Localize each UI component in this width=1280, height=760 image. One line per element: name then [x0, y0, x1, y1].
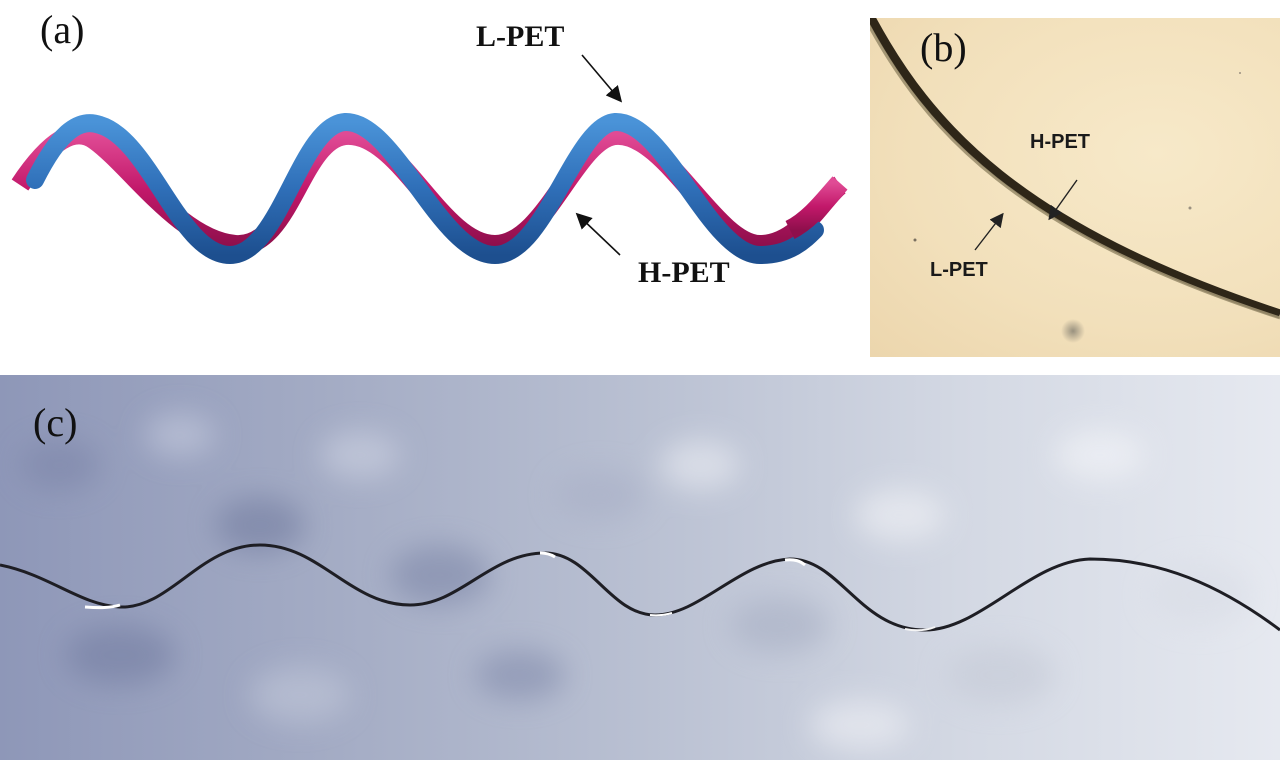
- panel-c-photograph: (c): [0, 375, 1280, 760]
- panel-a-letter: (a): [40, 7, 85, 52]
- panel-a-helix-rendering: (a) L-PET H-PET: [0, 0, 868, 370]
- background-texture: [20, 413, 1250, 750]
- fiber-cross-section-image: [870, 18, 1280, 343]
- glint: [539, 551, 556, 559]
- glint: [784, 558, 806, 567]
- h-pet-end: [785, 176, 848, 239]
- fiber-arc-outer: [870, 18, 1280, 319]
- glint: [84, 603, 121, 610]
- crimped-fiber-photo: [0, 413, 1280, 750]
- glint: [904, 626, 936, 632]
- panel-b-micrograph: (b) H-PET L-PET: [870, 18, 1280, 357]
- h-pet-label: H-PET: [1030, 131, 1090, 153]
- l-pet-label: L-PET: [930, 259, 988, 281]
- panel-c-letter: (c): [33, 400, 78, 445]
- l-pet-arrow-icon: [581, 54, 623, 103]
- glint: [649, 612, 673, 617]
- h-pet-arrow-icon: [575, 212, 621, 256]
- l-pet-arrow-icon: [974, 212, 1004, 251]
- fiber-arc-inner: [870, 24, 1280, 320]
- h-pet-label: H-PET: [638, 256, 730, 289]
- helix-fiber-illustration: [11, 54, 848, 265]
- panel-b-letter: (b): [920, 25, 967, 70]
- l-pet-label: L-PET: [476, 20, 565, 53]
- crimped-fiber: [0, 543, 1280, 632]
- l-pet-strand: [26, 113, 824, 265]
- h-pet-arrow-icon: [1048, 179, 1078, 221]
- debris-spot: [1061, 319, 1085, 343]
